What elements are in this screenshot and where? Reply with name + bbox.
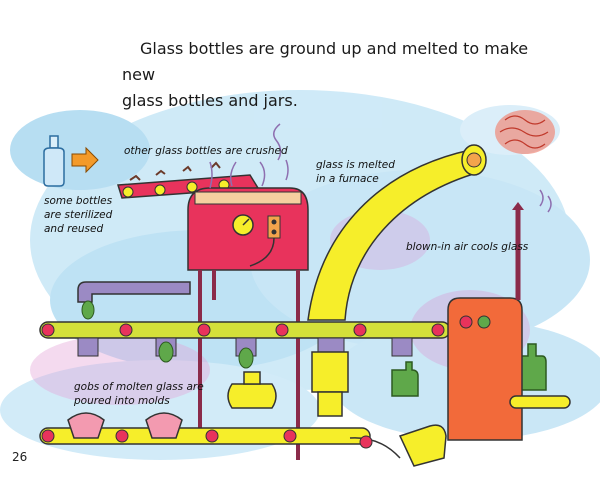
molds-label-line-1: gobs of molten glass are bbox=[74, 381, 204, 393]
orange-arrow-icon bbox=[71, 146, 99, 174]
upper-conveyor bbox=[39, 321, 451, 369]
sterilized-label-line-1: some bottles bbox=[44, 195, 113, 207]
crusher-conveyor bbox=[117, 161, 260, 199]
headline-line-1: Glass bottles are ground up and melted t… bbox=[122, 39, 529, 84]
page-number: 26 bbox=[12, 450, 28, 464]
cooling-tower bbox=[447, 189, 552, 441]
furnace-label: glass is melted in a furnace bbox=[316, 158, 395, 186]
hot-air-puff bbox=[495, 110, 555, 154]
headline-line-2: glass bottles and jars. bbox=[122, 91, 298, 110]
clear-glass-bottle-icon bbox=[43, 135, 65, 187]
crushed-label: other glass bottles are crushed bbox=[124, 145, 288, 157]
sterilized-label-line-2: are sterilized bbox=[44, 209, 113, 221]
molds-label-line-2: poured into molds bbox=[74, 395, 170, 407]
yellow-chute bbox=[307, 144, 487, 321]
yellow-glass-jar-icon bbox=[227, 351, 349, 417]
drip-pipe bbox=[77, 281, 191, 320]
molds-label: gobs of molten glass are poured into mol… bbox=[74, 380, 204, 408]
furnace-gauge-icon bbox=[232, 214, 254, 236]
sterilized-label: some bottles are sterilized and reused bbox=[44, 194, 112, 236]
furnace-label-line-1: glass is melted bbox=[316, 159, 395, 171]
sterilized-label-line-3: and reused bbox=[44, 223, 104, 235]
air-cools-label: blown-in air cools glass bbox=[406, 241, 529, 253]
lower-conveyor bbox=[39, 395, 571, 467]
furnace-label-line-2: in a furnace bbox=[316, 173, 379, 185]
page-headline: Glass bottles are ground up and melted t… bbox=[122, 36, 542, 114]
